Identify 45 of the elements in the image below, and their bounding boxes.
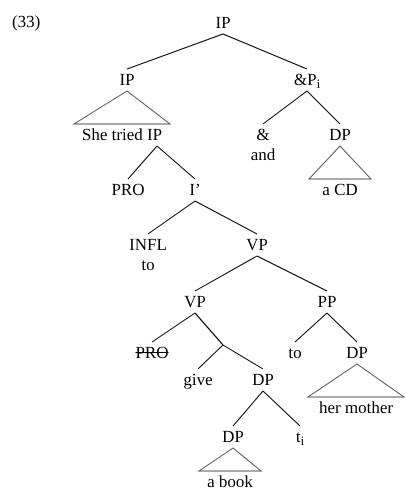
tree-branch	[232, 390, 264, 426]
node-label: a book	[207, 472, 253, 490]
node-label: INFL	[129, 235, 167, 255]
tree-branch	[256, 256, 328, 292]
node-label: IP	[215, 13, 231, 33]
tree-branch	[148, 200, 196, 234]
tree-branch	[262, 390, 300, 426]
tree-branch	[326, 312, 358, 342]
tree-branch	[262, 90, 308, 124]
node-label: VP	[246, 235, 268, 255]
word-label: and	[250, 144, 276, 166]
node-label: PRO	[135, 343, 169, 363]
node-label: DP	[346, 343, 368, 363]
node-label: VP	[184, 292, 206, 312]
triangle-roof	[308, 145, 372, 180]
node-label: t$_{i}$	[296, 427, 304, 447]
node-label: IP	[119, 70, 135, 90]
tree-branch	[156, 146, 196, 180]
node-label: her mother	[318, 398, 394, 418]
tree-branch	[294, 312, 328, 342]
node-label: &	[256, 125, 270, 145]
node-label: I’	[189, 180, 201, 200]
tree-branch	[126, 34, 224, 70]
node-label: PP	[318, 292, 336, 312]
node-label: give	[183, 370, 213, 390]
triangle-roof	[306, 363, 405, 398]
node-label: DP	[252, 370, 274, 390]
triangle-roof	[72, 90, 172, 124]
tree-branch	[222, 34, 308, 70]
example-number: (33)	[12, 12, 40, 32]
tree-branch	[152, 312, 196, 342]
node-label: to	[288, 343, 302, 363]
node-label: She tried IP	[82, 125, 162, 145]
tree-branch	[194, 256, 258, 292]
node-label: PRO	[111, 180, 145, 200]
node-label: &P$_{i}$	[294, 70, 320, 90]
tree-branch	[194, 312, 264, 370]
tree-branch	[194, 200, 258, 234]
tree-branch	[128, 146, 158, 180]
node-label: DP	[329, 125, 351, 145]
triangle-roof	[197, 447, 262, 472]
node-label: DP	[222, 427, 244, 447]
tree-branch	[306, 90, 340, 124]
node-label: a CD	[322, 180, 358, 200]
word-label: to	[141, 254, 155, 276]
